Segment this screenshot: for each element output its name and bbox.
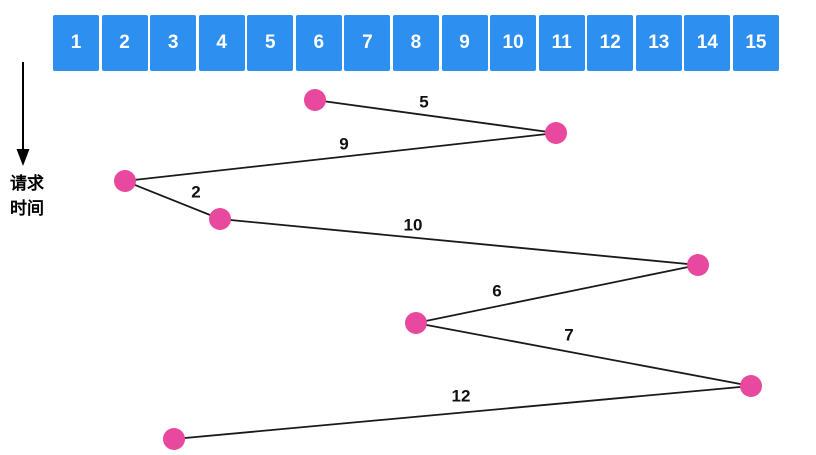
time-axis-label-line2: 时间 <box>10 199 44 218</box>
time-axis-arrow <box>16 62 30 166</box>
time-axis-label-line1: 请求 <box>10 174 44 193</box>
time-axis-label: 请求 时间 <box>1 171 53 221</box>
track-cell-10: 10 <box>490 15 537 71</box>
request-path-group: 5 9 2 10 6 7 12 <box>114 89 762 450</box>
track-cell-13: 13 <box>635 15 682 71</box>
distance-label-4-to-14: 10 <box>404 216 423 235</box>
distance-label-6-to-11: 5 <box>419 93 428 112</box>
request-dot-cell-4 <box>209 208 231 230</box>
track-cell-15: 15 <box>732 15 779 71</box>
request-dot-cell-14 <box>687 254 709 276</box>
distance-label-2-to-4: 2 <box>191 183 200 202</box>
track-cell-5: 5 <box>247 15 294 71</box>
request-dot-cell-11 <box>545 122 567 144</box>
track-cell-9: 9 <box>441 15 488 71</box>
request-dot-cell-3 <box>163 428 185 450</box>
distance-label-11-to-2: 9 <box>339 135 348 154</box>
track-cell-4: 4 <box>198 15 245 71</box>
distance-label-15-to-3: 12 <box>452 387 471 406</box>
track-cell-2: 2 <box>101 15 148 71</box>
time-axis-arrow-head <box>16 149 30 166</box>
track-cell-6: 6 <box>295 15 342 71</box>
track-cell-8: 8 <box>392 15 439 71</box>
distance-label-8-to-15: 7 <box>564 326 573 345</box>
request-dot-cell-8 <box>405 312 427 334</box>
track-cell-7: 7 <box>344 15 391 71</box>
request-dot-cell-15 <box>740 375 762 397</box>
request-path-line <box>124 99 752 440</box>
track-cell-3: 3 <box>150 15 197 71</box>
track-cell-12: 12 <box>587 15 634 71</box>
request-dot-cell-2 <box>114 170 136 192</box>
track-cell-14: 14 <box>684 15 731 71</box>
track-cell-11: 11 <box>538 15 585 71</box>
distance-label-14-to-8: 6 <box>492 282 501 301</box>
request-dot-cell-6 <box>304 89 326 111</box>
track-cell-1: 1 <box>53 15 100 71</box>
